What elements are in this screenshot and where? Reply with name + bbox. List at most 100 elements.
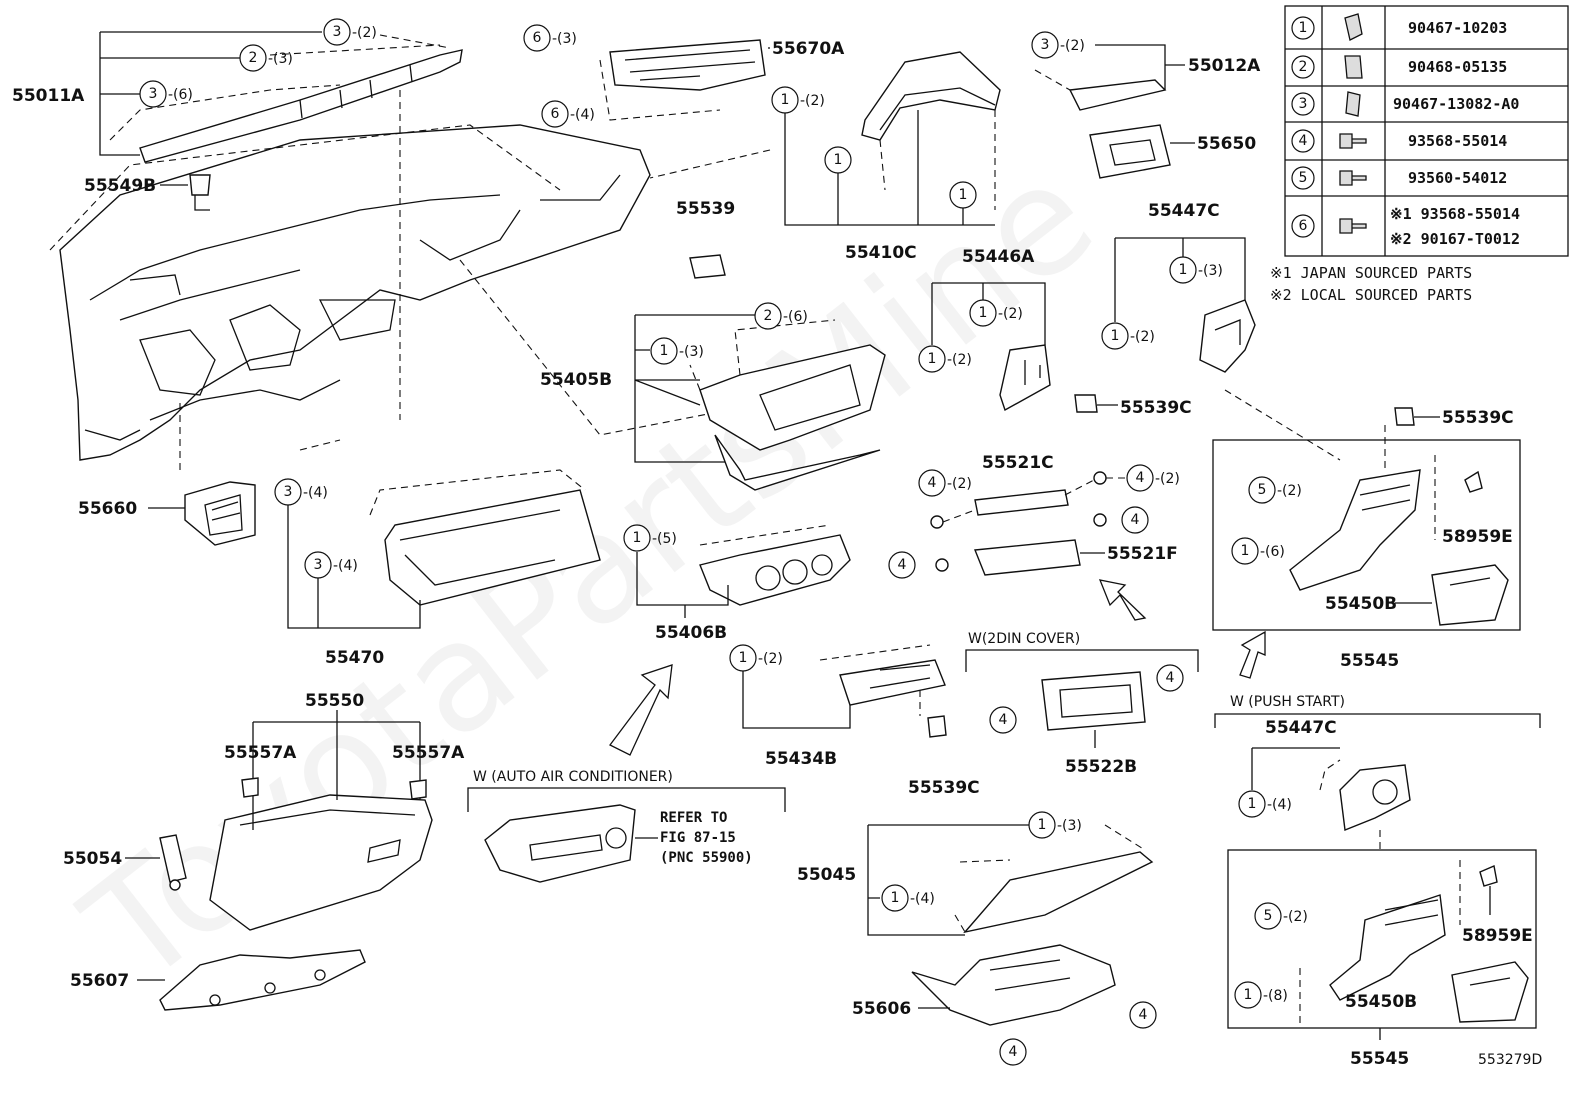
- label-55522B: 55522B: [1065, 757, 1137, 777]
- legend-row-4: 4 93568-55014: [1291, 129, 1507, 153]
- part-55539-drawing: [689, 254, 726, 279]
- part-55670A-drawing: [599, 39, 766, 121]
- label-58959E-b: 58959E: [1462, 926, 1533, 946]
- label-55045: 55045: [797, 865, 856, 885]
- part-55054-drawing: [159, 834, 187, 891]
- callout-1-k: 1 -(2): [729, 644, 783, 672]
- svg-text:-(3): -(3): [679, 344, 704, 360]
- svg-text:1: 1: [739, 650, 748, 666]
- legend-row-3: 3 90467-13082-A0: [1291, 91, 1519, 117]
- part-55045-drawing: [954, 824, 1154, 934]
- label-55012A: 55012A: [1188, 56, 1261, 76]
- label-55557A-r: 55557A: [392, 743, 465, 763]
- svg-text:6: 6: [551, 106, 560, 122]
- refer-line-3: (PNC 55900): [660, 850, 753, 866]
- svg-text:6: 6: [533, 30, 542, 46]
- svg-text:5: 5: [1264, 908, 1273, 924]
- screw-icon: [1339, 133, 1367, 149]
- svg-text:-(3): -(3): [1198, 263, 1223, 279]
- svg-text:-(2): -(2): [352, 25, 377, 41]
- part-55522B-drawing: [1041, 671, 1146, 731]
- part-55434B-drawing: [819, 644, 946, 706]
- svg-text:90467-13082-A0: 90467-13082-A0: [1393, 95, 1519, 113]
- callout-1-h: 1-(2): [1101, 322, 1155, 350]
- callout-1-f: 1-(2): [918, 345, 972, 373]
- label-55406B: 55406B: [655, 623, 727, 643]
- callout-1-c: 1: [949, 181, 977, 209]
- part-55650-drawing: [1089, 124, 1171, 179]
- part-55450B-b-drawing: [1451, 961, 1529, 1023]
- svg-text:3: 3: [284, 484, 293, 500]
- svg-text:-(3): -(3): [552, 31, 577, 47]
- label-55521F: 55521F: [1107, 544, 1178, 564]
- svg-text:-(4): -(4): [910, 891, 935, 907]
- callout-3-e: 3-(4): [304, 551, 358, 579]
- callout-4-b: 4-(2): [1126, 464, 1180, 492]
- svg-text:-(2): -(2): [1283, 909, 1308, 925]
- svg-text:1: 1: [1299, 20, 1308, 36]
- label-55550: 55550: [305, 691, 364, 711]
- part-55410C-drawing: [861, 51, 1001, 210]
- callout-1-a: 1-(2): [771, 86, 825, 114]
- diagram-ref: 553279D: [1478, 1052, 1542, 1068]
- svg-text:1: 1: [891, 890, 900, 906]
- svg-text:-(2): -(2): [947, 476, 972, 492]
- svg-text:2: 2: [249, 50, 258, 66]
- leader-55410C: [784, 100, 995, 226]
- variant-aac: W (AUTO AIR CONDITIONER): [473, 769, 673, 785]
- svg-text:4: 4: [1139, 1007, 1148, 1023]
- label-55539C-b: 55539C: [1442, 408, 1514, 428]
- variant-push: W (PUSH START): [1230, 694, 1345, 710]
- svg-text:-(6): -(6): [783, 309, 808, 325]
- label-55539: 55539: [676, 199, 735, 219]
- callout-1-l: 1-(3): [1028, 811, 1082, 839]
- note-local-sourced: ※2 LOCAL SOURCED PARTS: [1270, 286, 1472, 304]
- variant-din: W(2DIN COVER): [968, 631, 1080, 647]
- svg-text:3: 3: [314, 557, 323, 573]
- label-55450B-b: 55450B: [1345, 992, 1417, 1012]
- callout-1-d: 1-(3): [650, 337, 704, 365]
- label-55539C-a: 55539C: [1120, 398, 1192, 418]
- part-55405B-drawing: [689, 319, 886, 491]
- svg-text:-(2): -(2): [758, 651, 783, 667]
- clip-icon: [1344, 13, 1363, 41]
- label-55557A-l: 55557A: [224, 743, 297, 763]
- svg-text:-(3): -(3): [1057, 818, 1082, 834]
- svg-text:-(4): -(4): [1267, 797, 1292, 813]
- svg-text:1: 1: [979, 305, 988, 321]
- svg-text:1: 1: [633, 530, 642, 546]
- callout-3-c: 3-(2): [1031, 31, 1085, 59]
- svg-text:2: 2: [764, 308, 773, 324]
- label-55606: 55606: [852, 999, 911, 1019]
- label-55670A: 55670A: [772, 39, 845, 59]
- part-55557A-r-drawing: [409, 779, 427, 800]
- part-55539C-a-drawing: [1074, 394, 1098, 413]
- label-55545-a: 55545: [1340, 651, 1399, 671]
- svg-text:6: 6: [1299, 218, 1308, 234]
- svg-text:-(6): -(6): [1260, 544, 1285, 560]
- svg-text:※1 93568-55014: ※1 93568-55014: [1390, 205, 1520, 223]
- svg-text:1: 1: [834, 152, 843, 168]
- callout-1-m: 1 -(4): [881, 884, 935, 912]
- legend-row-6: 6 ※1 93568-55014 ※2 90167-T0012: [1291, 205, 1520, 248]
- callout-1-e: 1-(2): [969, 299, 1023, 327]
- svg-text:-(5): -(5): [652, 531, 677, 547]
- legend-row-2: 2 90468-05135: [1291, 55, 1507, 79]
- svg-text:2: 2: [1299, 59, 1308, 75]
- callout-5-a: 5-(2): [1248, 476, 1302, 504]
- part-55549B-drawing: [189, 174, 211, 211]
- part-55606-drawing: [911, 944, 1116, 1026]
- callout-4-c: 4: [1121, 506, 1149, 534]
- callout-4-h: 4: [999, 1038, 1027, 1066]
- dashboard-panel-drawing: [59, 124, 651, 461]
- part-55539C-b-drawing: [1394, 407, 1415, 426]
- screw-icon: [1339, 218, 1367, 234]
- part-55545-a-drawing: [1289, 425, 1436, 591]
- part-58959E-b-drawing: [1479, 865, 1498, 887]
- part-55470-drawing: [369, 469, 601, 606]
- label-55447C-a: 55447C: [1148, 201, 1220, 221]
- svg-text:-(4): -(4): [303, 485, 328, 501]
- box-55545-a: [1212, 439, 1521, 631]
- part-55539C-c-drawing: [927, 715, 947, 738]
- label-55410C: 55410C: [845, 243, 917, 263]
